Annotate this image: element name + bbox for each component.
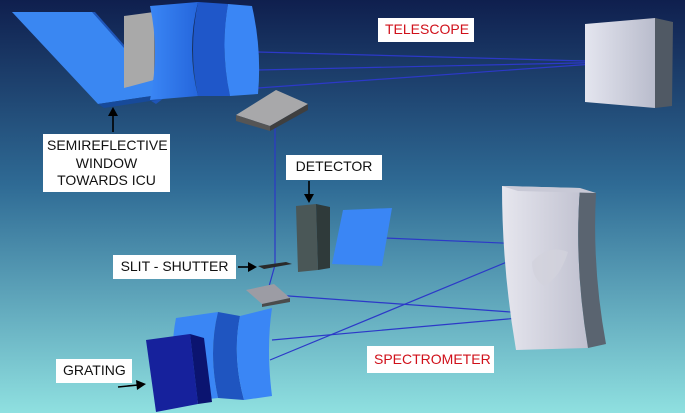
semireflective-label-line-1: SEMIREFLECTIVE (47, 137, 168, 153)
spectrometer-mirror (502, 186, 606, 350)
semireflective-label-line-2: WINDOW (75, 154, 138, 171)
grating-label: GRATING (56, 359, 132, 383)
ray-spectro-lower (269, 244, 549, 361)
fold-mirror-small-face (246, 284, 290, 304)
semireflective-window-label: SEMIREFLECTIVE WINDOW TOWARDS ICU (43, 134, 170, 192)
spec-lens-3 (236, 308, 272, 400)
spectrometer-label: SPECTROMETER (367, 346, 494, 373)
telescope-mirror-side (655, 18, 673, 108)
telescope-mirror (585, 18, 673, 108)
fold-mirror-top-front (236, 115, 270, 131)
telescope-label: TELESCOPE (378, 18, 474, 42)
detector-block-side (316, 204, 330, 270)
fold-mirror-top (236, 90, 308, 131)
telescope-mirror-face (585, 18, 655, 108)
detector-block-front (296, 204, 318, 272)
arrow-grating-shaft (117, 384, 139, 388)
spectrometer-mirror-inner (532, 249, 568, 286)
arrow-slit-head (248, 262, 257, 272)
semireflective-label-line-3: TOWARDS ICU (57, 172, 156, 188)
arrow-grating-head (136, 380, 146, 390)
fold-mirror-small-edge (262, 298, 290, 307)
fold-mirror-top-side (270, 104, 308, 131)
slit-shutter-label: SLIT - SHUTTER (113, 255, 236, 279)
detector-label: DETECTOR (286, 155, 382, 180)
detector-lens (332, 208, 392, 266)
lens-2 (193, 2, 230, 96)
filter-front (124, 12, 154, 88)
ray-telescope-mid (257, 61, 623, 71)
grating (146, 334, 212, 412)
fold-mirror-top-face (236, 90, 308, 126)
slit-shutter (258, 262, 292, 269)
telescope-lens-group (150, 2, 260, 100)
arrow-detector-head (304, 194, 314, 203)
spec-lens-2 (213, 312, 244, 400)
lens-1 (150, 2, 198, 100)
spectrometer-mirror-side (578, 188, 606, 348)
lens-3 (224, 4, 260, 96)
fold-mirror-small (246, 284, 290, 307)
grating-front (146, 334, 198, 412)
arrow-semi-head (108, 107, 118, 116)
annotation-arrows (108, 107, 314, 390)
detector-assembly (296, 204, 392, 272)
grating-side (190, 334, 212, 404)
spectrometer-mirror-top (502, 186, 596, 193)
